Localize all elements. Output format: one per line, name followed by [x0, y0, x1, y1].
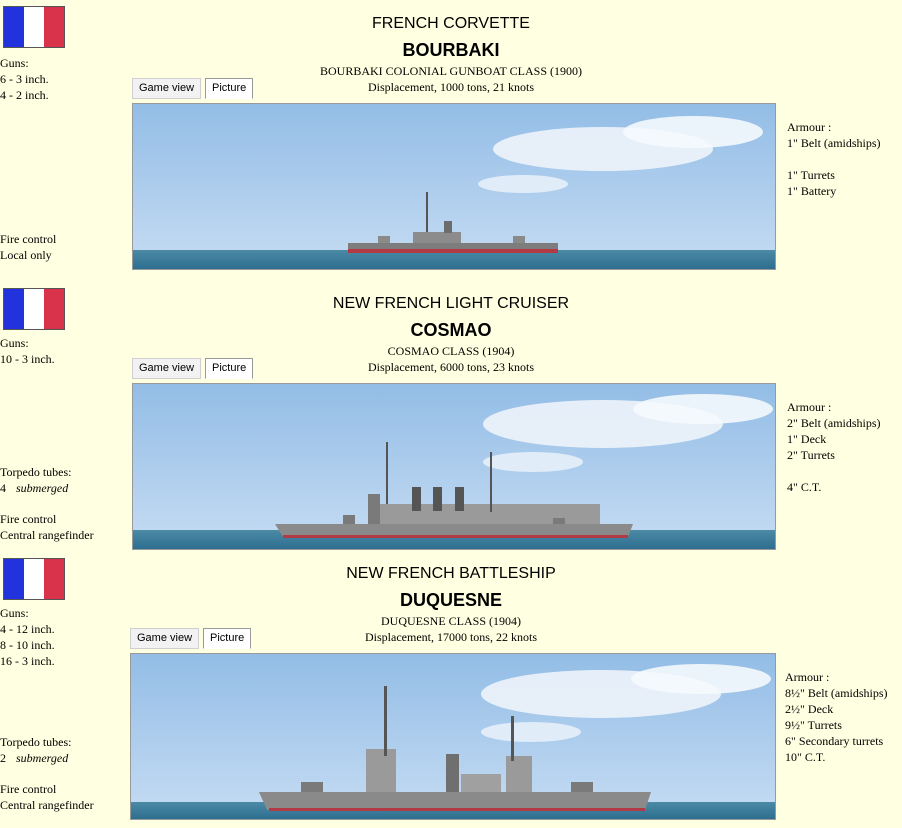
- ship-class: COSMAO CLASS (1904): [387, 344, 515, 358]
- armour-line: 4" C.T.: [787, 480, 822, 494]
- ship-displacement: Displacement, 1000 tons, 21 knots: [368, 80, 534, 94]
- ship-picture: [132, 383, 776, 550]
- ship-class: BOURBAKI COLONIAL GUNBOAT CLASS (1900): [319, 64, 582, 78]
- armour-line: 8½" Belt (amidships): [785, 686, 888, 700]
- ship-entry-bourbaki: Guns: 6 - 3 inch. 4 - 2 inch. Fire contr…: [0, 0, 902, 282]
- gun-line: 6 - 3 inch.: [0, 72, 49, 86]
- ship-illustration: [133, 384, 775, 549]
- armour-line: 6" Secondary turrets: [785, 734, 884, 748]
- tab-game-view[interactable]: Game view: [132, 358, 202, 379]
- view-tabs: Game view Picture: [132, 78, 254, 99]
- ship-type: FRENCH CORVETTE: [372, 15, 530, 32]
- ship-entry-cosmao: Guns: 10 - 3 inch. Torpedo tubes: 4 subme…: [0, 282, 902, 554]
- armour-info: Armour : 1" Belt (amidships) 1" Turrets …: [787, 119, 881, 199]
- gun-line: 10 - 3 inch.: [0, 352, 55, 366]
- gun-line: 4 - 12 inch.: [0, 622, 55, 636]
- ship-illustration: [133, 104, 775, 269]
- armour-line: 1" Belt (amidships): [787, 136, 881, 150]
- torpedo-type: submerged: [16, 481, 69, 495]
- armour-line: 1" Battery: [787, 184, 837, 198]
- fire-control-info: Fire control Central rangefinder: [0, 781, 94, 813]
- gun-line: 4 - 2 inch.: [0, 88, 49, 102]
- fire-control-label: Fire control: [0, 512, 57, 526]
- armour-label: Armour :: [787, 400, 832, 414]
- ship-class: DUQUESNE CLASS (1904): [380, 614, 521, 628]
- armour-line: 10" C.T.: [785, 750, 826, 764]
- guns-info: Guns: 6 - 3 inch. 4 - 2 inch.: [0, 55, 49, 103]
- ship-type: NEW FRENCH BATTLESHIP: [346, 565, 556, 582]
- fire-control-info: Fire control Central rangefinder: [0, 511, 94, 543]
- fire-control-value: Central rangefinder: [0, 528, 94, 542]
- ship-picture: [130, 653, 776, 820]
- french-flag-icon: [3, 288, 65, 330]
- french-flag-icon: [3, 558, 65, 600]
- torpedo-label: Torpedo tubes:: [0, 735, 72, 749]
- gun-line: 16 - 3 inch.: [0, 654, 55, 668]
- armour-info: Armour : 8½" Belt (amidships) 2½" Deck 9…: [785, 669, 888, 765]
- ship-name: BOURBAKI: [402, 40, 500, 60]
- ship-name: COSMAO: [410, 320, 492, 340]
- torpedo-info: Torpedo tubes: 4 submerged: [0, 464, 71, 496]
- fire-control-label: Fire control: [0, 782, 57, 796]
- armour-line: 1" Deck: [787, 432, 827, 446]
- guns-label: Guns:: [0, 606, 29, 620]
- guns-label: Guns:: [0, 336, 29, 350]
- torpedo-type: submerged: [16, 751, 69, 765]
- ship-displacement: Displacement, 6000 tons, 23 knots: [368, 360, 534, 374]
- french-flag-icon: [3, 6, 65, 48]
- guns-info: Guns: 4 - 12 inch. 8 - 10 inch. 16 - 3 i…: [0, 605, 55, 669]
- ship-illustration: [131, 654, 775, 819]
- ship-displacement: Displacement, 17000 tons, 22 knots: [365, 630, 537, 644]
- fire-control-label: Fire control: [0, 232, 57, 246]
- armour-label: Armour :: [785, 670, 830, 684]
- fire-control-value: Local only: [0, 248, 52, 262]
- tab-game-view[interactable]: Game view: [130, 628, 200, 649]
- armour-line: 2" Belt (amidships): [787, 416, 881, 430]
- tab-picture[interactable]: Picture: [205, 78, 254, 99]
- armour-line: [787, 151, 881, 167]
- ship-name: DUQUESNE: [399, 590, 502, 610]
- armour-line: [787, 463, 881, 479]
- torpedo-count: 2: [0, 751, 6, 765]
- ship-type: NEW FRENCH LIGHT CRUISER: [332, 295, 570, 312]
- tab-picture[interactable]: Picture: [205, 358, 254, 379]
- fire-control-value: Central rangefinder: [0, 798, 94, 812]
- torpedo-label: Torpedo tubes:: [0, 465, 72, 479]
- guns-label: Guns:: [0, 56, 29, 70]
- torpedo-count: 4: [0, 481, 6, 495]
- ship-entry-duquesne: Guns: 4 - 12 inch. 8 - 10 inch. 16 - 3 i…: [0, 552, 902, 828]
- tab-game-view[interactable]: Game view: [132, 78, 202, 99]
- armour-line: 2" Turrets: [787, 448, 835, 462]
- ship-picture: [132, 103, 776, 270]
- view-tabs: Game view Picture: [132, 358, 254, 379]
- armour-label: Armour :: [787, 120, 832, 134]
- torpedo-info: Torpedo tubes: 2 submerged: [0, 734, 71, 766]
- guns-info: Guns: 10 - 3 inch.: [0, 335, 55, 367]
- gun-line: 8 - 10 inch.: [0, 638, 55, 652]
- armour-info: Armour : 2" Belt (amidships) 1" Deck 2" …: [787, 399, 881, 495]
- tab-picture[interactable]: Picture: [203, 628, 252, 649]
- armour-line: 1" Turrets: [787, 168, 835, 182]
- armour-line: 9½" Turrets: [785, 718, 842, 732]
- fire-control-info: Fire control Local only: [0, 231, 56, 263]
- view-tabs: Game view Picture: [130, 628, 252, 649]
- armour-line: 2½" Deck: [785, 702, 834, 716]
